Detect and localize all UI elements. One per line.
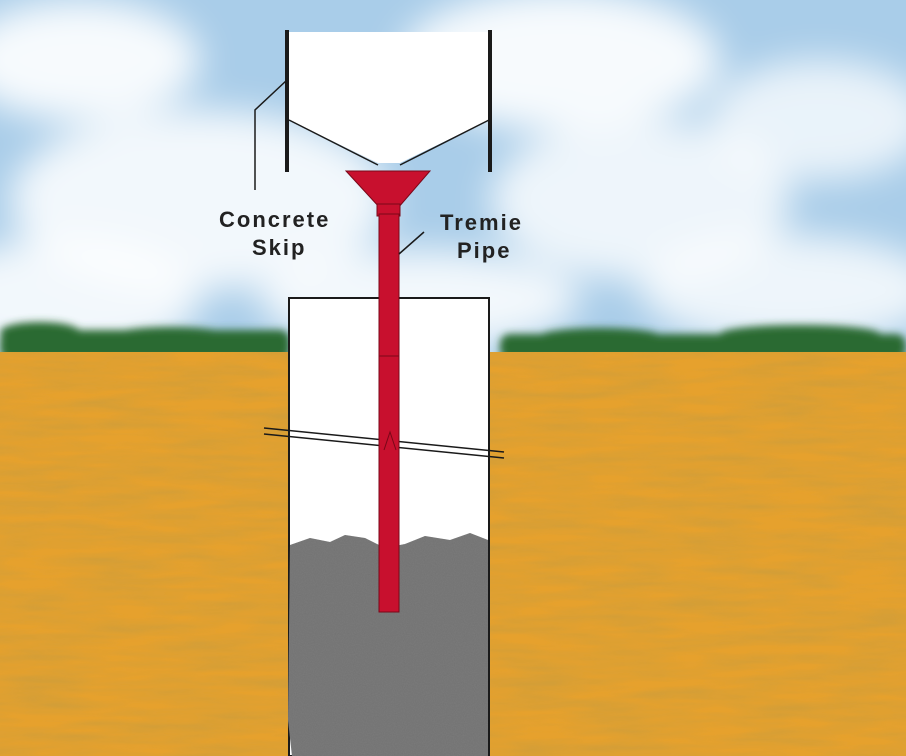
tremie-pipe-label-line2: Pipe xyxy=(457,238,511,263)
tremie-pipe xyxy=(344,170,432,613)
concrete-skip xyxy=(285,30,492,172)
skip-leader-line xyxy=(254,79,288,190)
concrete-skip-label-line1: Concrete xyxy=(219,207,330,232)
concrete-texture xyxy=(288,533,488,756)
pipe-leader-line xyxy=(398,231,425,255)
concrete-skip-label-line2: Skip xyxy=(252,235,306,260)
tremie-pipe-label-line1: Tremie xyxy=(440,210,523,235)
clouds xyxy=(0,0,906,360)
